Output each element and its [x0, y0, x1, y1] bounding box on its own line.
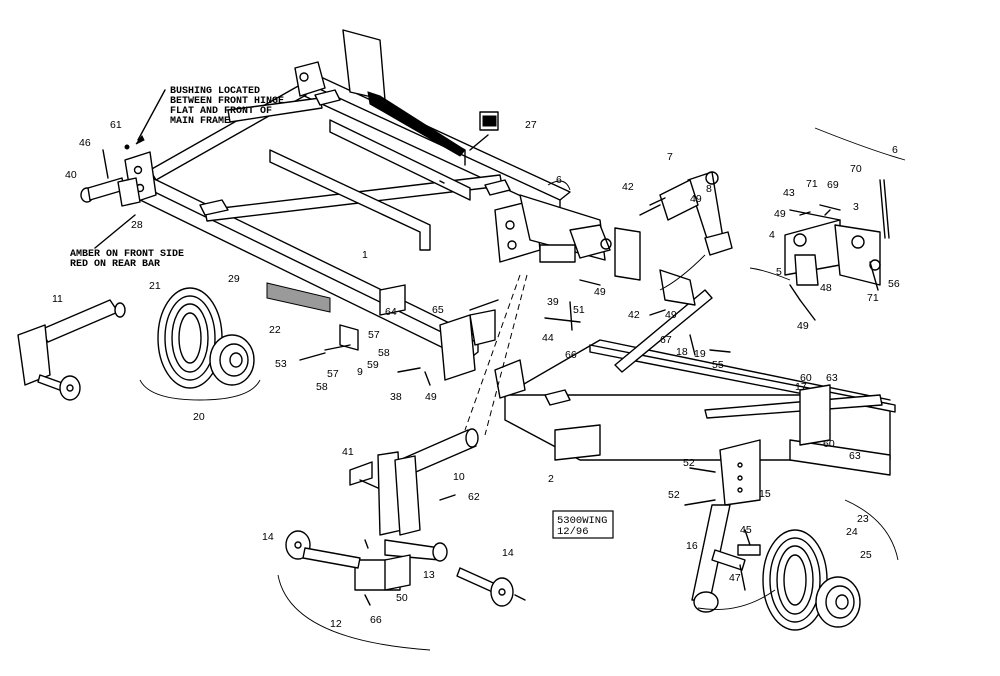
callout-41: 41	[342, 446, 354, 458]
callout-2: 2	[548, 473, 554, 485]
callout-21: 21	[149, 280, 161, 292]
note-bushing-line-1: BUSHING LOCATED	[170, 86, 260, 97]
callout-58: 58	[316, 381, 328, 393]
wheel-assembly-left	[139, 287, 261, 401]
model-box-line-2: 12/96	[557, 526, 589, 538]
callout-46: 46	[79, 137, 91, 149]
callout-63: 63	[849, 450, 861, 462]
callout-57: 57	[368, 329, 380, 341]
callout-63: 63	[826, 372, 838, 384]
model-box-line-1: 5300WING	[557, 515, 607, 527]
callout-23: 23	[857, 513, 869, 525]
callout-57: 57	[327, 368, 339, 380]
callout-47: 47	[729, 572, 741, 584]
callout-40: 40	[65, 169, 77, 181]
callout-49: 49	[665, 309, 677, 321]
callout-69: 69	[827, 179, 839, 191]
callout-20: 20	[193, 411, 205, 423]
callout-59: 59	[367, 359, 379, 371]
callout-52: 52	[683, 457, 695, 469]
callout-18: 18	[676, 346, 688, 358]
callout-53: 53	[275, 358, 287, 370]
callout-39: 39	[547, 296, 559, 308]
callout-62: 62	[468, 491, 480, 503]
callout-55: 55	[712, 359, 724, 371]
callout-42: 42	[628, 309, 640, 321]
callout-8: 8	[706, 183, 712, 195]
fasteners	[80, 111, 879, 606]
callout-65: 65	[432, 304, 444, 316]
note-bushing-line-2: BETWEEN FRONT HINGE	[170, 96, 284, 107]
callout-24: 24	[846, 526, 858, 538]
callout-6: 6	[892, 144, 898, 156]
callout-25: 25	[860, 549, 872, 561]
callout-38: 38	[390, 391, 402, 403]
callout-9: 9	[357, 366, 363, 378]
model-box: 5300WING 12/96	[552, 510, 614, 539]
callout-44: 44	[542, 332, 554, 344]
callout-45: 45	[740, 524, 752, 536]
callout-71: 71	[806, 178, 818, 190]
callout-43: 43	[783, 187, 795, 199]
callout-4: 4	[769, 229, 775, 241]
callout-51: 51	[573, 304, 585, 316]
callout-66: 66	[565, 349, 577, 361]
wing-frame	[494, 269, 896, 506]
callout-19: 19	[694, 348, 706, 360]
callout-6: 6	[556, 174, 562, 186]
callout-7: 7	[667, 151, 673, 163]
callout-49: 49	[797, 320, 809, 332]
callout-49: 49	[690, 193, 702, 205]
callout-5: 5	[776, 266, 782, 278]
spindle-right	[691, 504, 761, 613]
callout-66: 66	[370, 614, 382, 626]
callout-13: 13	[423, 569, 435, 581]
callout-71: 71	[867, 292, 879, 304]
callout-61: 61	[110, 119, 122, 131]
callout-49: 49	[594, 286, 606, 298]
callout-16: 16	[686, 540, 698, 552]
callout-42: 42	[622, 181, 634, 193]
callout-56: 56	[888, 278, 900, 290]
callout-12: 12	[330, 618, 342, 630]
callout-27: 27	[525, 119, 537, 131]
callout-15: 15	[759, 488, 771, 500]
hinge-parts-right	[639, 127, 906, 286]
callout-11: 11	[52, 293, 63, 305]
note-amber-line-1: AMBER ON FRONT SIDE	[70, 249, 184, 260]
note-bushing-line-3: FLAT AND FRONT OF	[170, 106, 272, 117]
callout-52: 52	[668, 489, 680, 501]
main-frame	[124, 29, 641, 381]
note-amber-line-2: RED ON REAR BAR	[70, 259, 160, 270]
callout-67: 67	[660, 334, 672, 346]
callout-49: 49	[774, 208, 786, 220]
note-amber: AMBER ON FRONT SIDE RED ON REAR BAR	[70, 249, 184, 270]
callout-14: 14	[502, 547, 514, 559]
callout-1: 1	[362, 249, 368, 261]
callout-28: 28	[131, 219, 143, 231]
callout-70: 70	[850, 163, 862, 175]
callout-49: 49	[425, 391, 437, 403]
callout-50: 50	[396, 592, 408, 604]
callout-58: 58	[378, 347, 390, 359]
note-bushing: BUSHING LOCATED BETWEEN FRONT HINGE FLAT…	[135, 86, 284, 145]
wheel-assembly-right	[762, 499, 899, 631]
callout-29: 29	[228, 273, 240, 285]
callout-22: 22	[269, 324, 281, 336]
callout-48: 48	[820, 282, 832, 294]
callout-10: 10	[453, 471, 465, 483]
callout-60: 60	[800, 372, 812, 384]
lift-arm-assembly	[277, 428, 526, 651]
assembly-lines	[94, 134, 791, 610]
note-bushing-line-4: MAIN FRAME	[170, 116, 230, 127]
spindle-left	[17, 299, 126, 401]
callout-14: 14	[262, 531, 274, 543]
callout-60: 60	[823, 438, 835, 450]
callout-3: 3	[853, 201, 859, 213]
callout-64: 64	[385, 306, 397, 318]
callout-17: 17	[795, 381, 807, 393]
